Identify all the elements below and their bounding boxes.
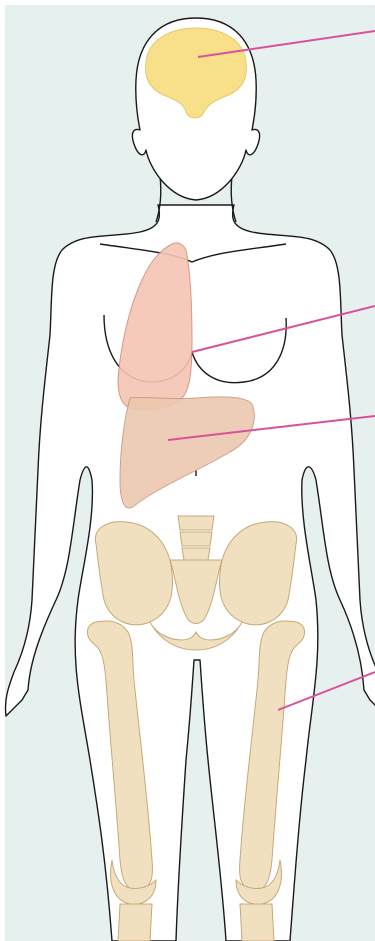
tibia-right [240,904,274,941]
tibia-left [118,904,152,941]
spine-segments [178,516,214,560]
